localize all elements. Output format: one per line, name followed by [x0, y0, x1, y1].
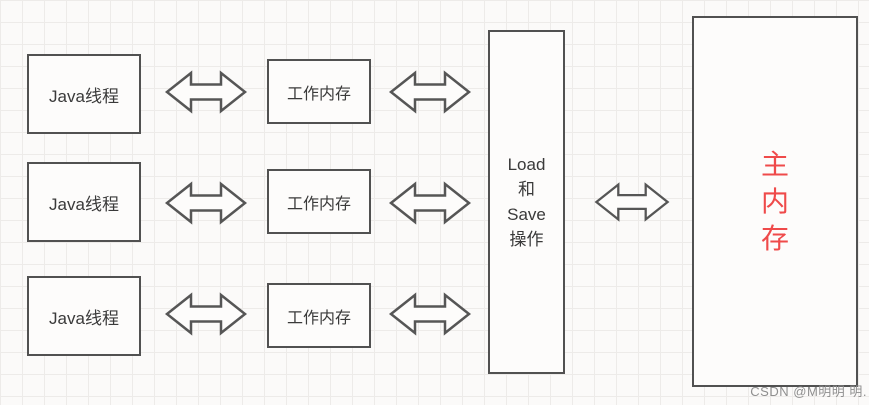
load-save-box: Load 和 Save 操作	[488, 30, 565, 374]
double-arrow-icon	[164, 291, 248, 337]
java-thread-label: Java线程	[49, 86, 119, 106]
double-arrow-icon	[388, 180, 472, 226]
load-save-line: Save	[507, 205, 546, 224]
java-thread-box-3: Java线程	[27, 276, 141, 356]
main-memory-char: 存	[760, 223, 789, 254]
work-memory-box-2: 工作内存	[267, 169, 371, 234]
work-memory-label: 工作内存	[286, 85, 351, 103]
work-memory-label: 工作内存	[286, 195, 351, 213]
main-memory-char: 内	[760, 186, 789, 217]
work-memory-box-1: 工作内存	[267, 59, 371, 124]
csdn-watermark: CSDN @M明明 明.	[750, 384, 867, 399]
double-arrow-icon	[164, 69, 248, 115]
double-arrow-icon	[164, 180, 248, 226]
main-memory-char: 主	[760, 149, 789, 180]
double-arrow-icon	[388, 69, 472, 115]
double-arrow-icon	[388, 291, 472, 337]
work-memory-box-3: 工作内存	[267, 283, 371, 348]
load-save-line: 操作	[509, 230, 544, 249]
java-thread-label: Java线程	[49, 194, 119, 214]
work-memory-label: 工作内存	[286, 309, 351, 327]
main-memory-box: 主 内 存	[692, 16, 858, 387]
java-thread-label: Java线程	[49, 308, 119, 328]
load-save-line: 和	[518, 180, 535, 199]
double-arrow-icon	[588, 181, 676, 223]
load-save-line: Load	[507, 155, 546, 174]
java-thread-box-1: Java线程	[27, 54, 141, 134]
java-thread-box-2: Java线程	[27, 162, 141, 242]
